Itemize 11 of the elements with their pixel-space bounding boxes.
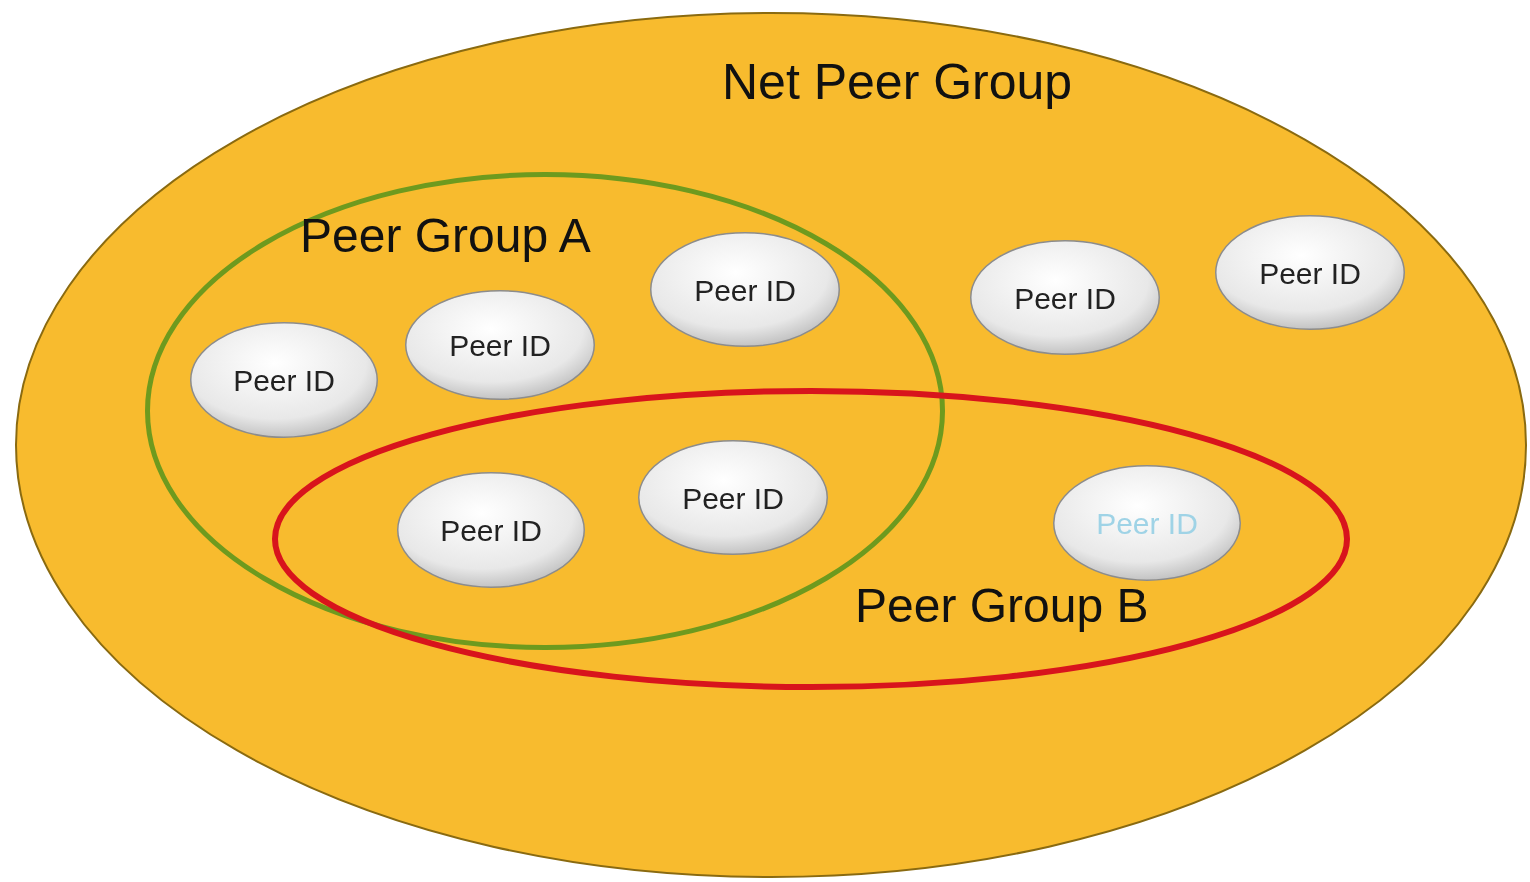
peer-label: Peer ID <box>440 513 542 547</box>
peer-label: Peer ID <box>449 328 551 362</box>
peer-label: Peer ID <box>233 363 335 397</box>
peer-label: Peer ID <box>1014 281 1116 314</box>
peer-label: Peer ID <box>694 273 796 306</box>
group-title: Peer Group B <box>855 580 1149 633</box>
peer-label: Peer ID <box>1096 506 1198 540</box>
group-title: Peer Group A <box>300 210 591 263</box>
group-title: Net Peer Group <box>722 55 1073 110</box>
peer-label: Peer ID <box>1259 256 1361 289</box>
peer-label: Peer ID <box>682 481 784 514</box>
